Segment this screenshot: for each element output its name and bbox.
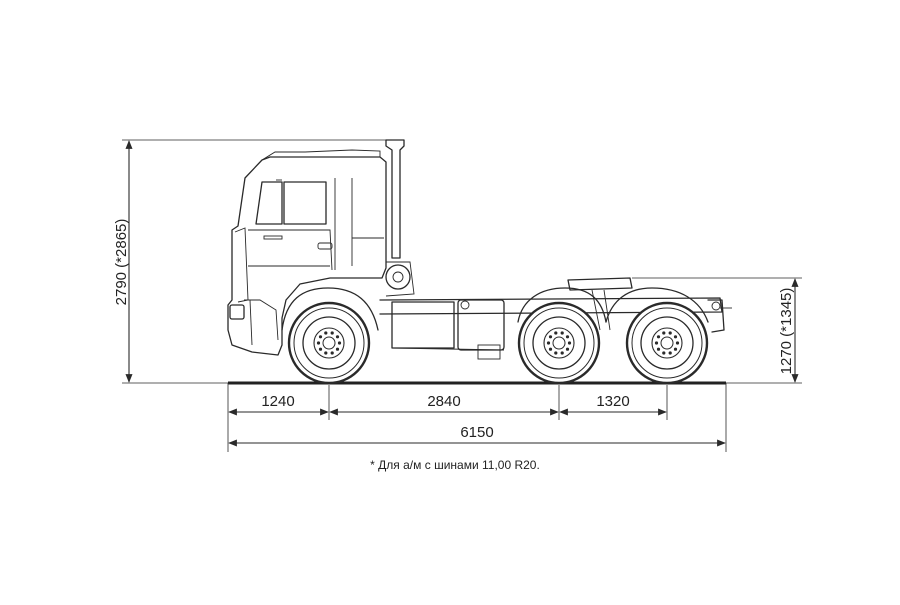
wheelbase-rear-label: 1320 bbox=[596, 393, 629, 410]
exhaust-stack bbox=[385, 139, 405, 259]
rear-wheel-2 bbox=[625, 301, 709, 385]
overall-height-label: 2790 (*2865) bbox=[113, 219, 130, 306]
fifth-wheel bbox=[567, 277, 633, 291]
vertical-dimensions: 2790 (*2865) 1270 (*1345) bbox=[113, 139, 802, 384]
wheelbase-front-label: 2840 bbox=[427, 393, 460, 410]
front-wheel bbox=[287, 301, 371, 385]
cab-outline bbox=[227, 156, 387, 356]
overall-length-label: 6150 bbox=[460, 424, 493, 441]
windshield bbox=[255, 181, 283, 225]
cab-window bbox=[283, 181, 327, 225]
fuel-tank bbox=[391, 301, 455, 349]
wheels-group bbox=[287, 301, 709, 385]
horizontal-dimensions: 1240 2840 1320 6150 bbox=[227, 383, 727, 452]
fifth-wheel-height-label: 1270 (*1345) bbox=[778, 288, 795, 375]
front-overhang-label: 1240 bbox=[261, 393, 294, 410]
rear-wheel-1 bbox=[517, 301, 601, 385]
footnote: * Для а/м с шинами 11,00 R20. bbox=[370, 458, 540, 472]
